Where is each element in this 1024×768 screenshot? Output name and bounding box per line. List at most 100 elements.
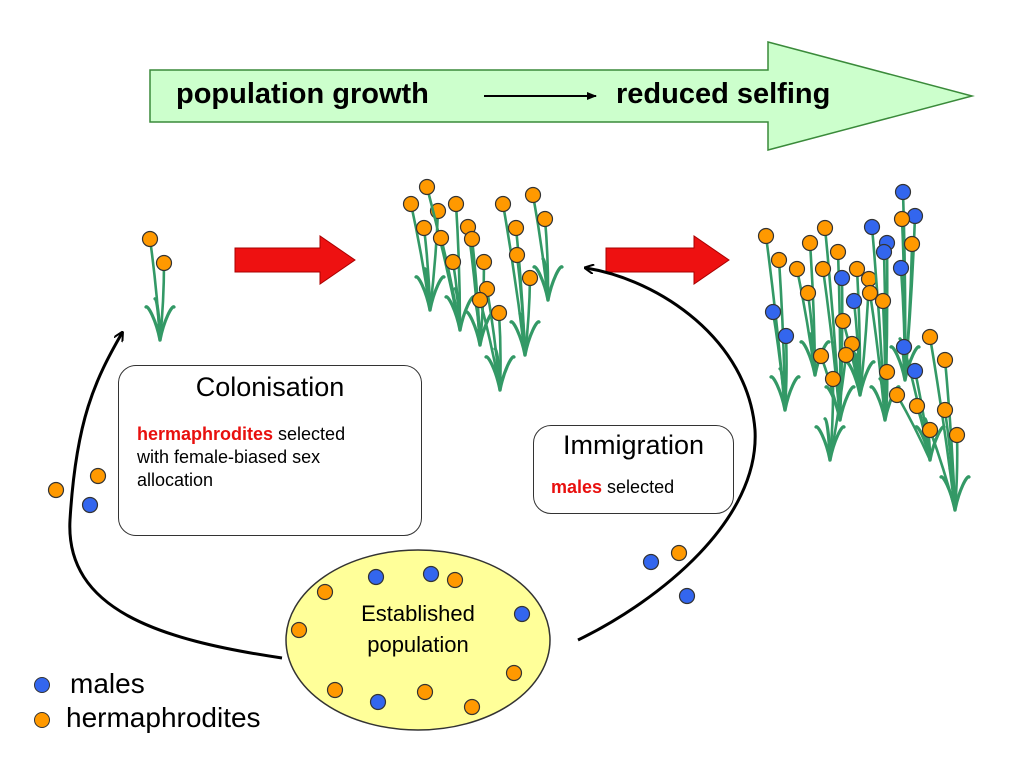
plant-group-growing — [402, 178, 564, 392]
plant-stem — [501, 203, 527, 356]
plant-stem — [828, 354, 848, 461]
hermaphrodite-flower — [416, 683, 434, 701]
hermaphrodite-flower — [788, 260, 806, 278]
hermaphrodite-flower — [524, 186, 542, 204]
male-flower — [777, 327, 795, 345]
hermaphrodite-flower — [816, 219, 834, 237]
hermaphrodite-flower — [834, 312, 852, 330]
established-line2: population — [367, 632, 469, 657]
hermaphrodite-flower — [837, 346, 855, 364]
plant-stem — [900, 218, 907, 381]
plant — [834, 260, 878, 397]
hermaphrodite-flower — [155, 254, 173, 272]
hermaphrodite-flower — [848, 260, 866, 278]
plant-leaf — [498, 355, 516, 392]
male-flower — [895, 338, 913, 356]
hermaphrodite-flower — [893, 210, 911, 228]
hermaphrodite-flower — [475, 253, 493, 271]
plant — [788, 234, 831, 377]
hermaphrodite-flower — [490, 304, 508, 322]
hermaphrodite-flower — [463, 698, 481, 716]
hermaphrodite-flower — [812, 347, 830, 365]
hermaphrodite-flower — [770, 251, 788, 269]
colonisation-line3: allocation — [137, 470, 214, 490]
immigration-box: Immigration males selected — [533, 425, 734, 514]
banner-right-label: reduced selfing — [616, 78, 831, 110]
plant — [471, 280, 516, 392]
hermaphrodite-flower — [536, 210, 554, 228]
hermaphrodite-flower — [89, 467, 107, 485]
plant-stem — [478, 299, 502, 391]
loose-dots — [47, 467, 696, 716]
hermaphrodite-flower — [402, 195, 420, 213]
hermaphrodite-flower — [508, 246, 526, 264]
hermaphrodite-flower — [908, 397, 926, 415]
plant-stem — [943, 409, 957, 511]
hermaphrodite-flower — [418, 178, 436, 196]
hermaphrodite-flower — [860, 270, 878, 288]
male-flower — [906, 362, 924, 380]
male-flower — [369, 693, 387, 711]
male-flower — [422, 565, 440, 583]
hermaphrodite-flower — [447, 195, 465, 213]
hermaphrodite-flower — [507, 219, 525, 237]
hermaphrodite-flower — [936, 401, 954, 419]
immigration-text: males selected — [551, 476, 674, 499]
legend-males-label: males — [70, 668, 145, 699]
colonisation-curve-arrow — [68, 333, 283, 660]
immigration-title: Immigration — [562, 430, 705, 460]
plant — [141, 230, 176, 342]
hermaphrodite-flower — [921, 421, 939, 439]
plant-stem — [806, 292, 817, 376]
male-flower — [367, 568, 385, 586]
hermaphrodite-flower — [444, 253, 462, 271]
plant-stem — [903, 243, 914, 381]
established-label: Established population — [318, 598, 518, 660]
hermaphrodite-flower — [47, 481, 65, 499]
plant — [757, 227, 801, 412]
plant-leaf — [546, 265, 564, 302]
immigration-highlight: males — [551, 477, 603, 497]
legend-herm-swatch — [34, 712, 50, 728]
hermaphrodite-flower — [316, 583, 334, 601]
plant-stem — [953, 434, 959, 511]
plant-stem — [771, 311, 787, 411]
male-flower — [894, 183, 912, 201]
hermaphrodite-flower — [878, 363, 896, 381]
hermaphrodite-flower — [824, 370, 842, 388]
immigration-curve-arrow — [577, 268, 757, 642]
colonisation-highlight: hermaphrodites — [137, 424, 274, 444]
hermaphrodite-flower — [505, 664, 523, 682]
banner-left-label: population growth — [176, 78, 429, 110]
hermaphrodite-flower — [814, 260, 832, 278]
plant-group-large — [757, 183, 971, 512]
plant — [402, 195, 447, 312]
plant-stem — [515, 254, 527, 356]
male-flower — [845, 292, 863, 310]
hermaphrodite-flower — [521, 269, 539, 287]
plant-stem — [868, 292, 887, 421]
hermaphrodite-flower — [326, 681, 344, 699]
male-flower — [764, 303, 782, 321]
plant — [889, 183, 924, 382]
plant-stem — [428, 210, 440, 311]
colonisation-title: Colonisation — [195, 372, 345, 402]
hermaphrodite-flower — [936, 351, 954, 369]
hermaphrodite-flower — [757, 227, 775, 245]
male-flower — [513, 605, 531, 623]
plant — [524, 186, 564, 302]
plant-stem — [470, 238, 482, 346]
hermaphrodite-flower — [829, 243, 847, 261]
hermaphrodite-flower — [861, 284, 879, 302]
hermaphrodite-flower — [290, 621, 308, 639]
plant-stem — [928, 429, 957, 511]
hermaphrodite-flower — [948, 426, 966, 444]
plant-stem — [497, 312, 502, 391]
established-line1: Established — [361, 601, 475, 626]
hermaphrodite-flower — [415, 219, 433, 237]
plant — [418, 178, 476, 332]
legend-male-swatch — [34, 677, 50, 693]
hermaphrodite-flower — [921, 328, 939, 346]
hermaphrodite-flower — [888, 386, 906, 404]
plant-stem — [543, 218, 550, 301]
